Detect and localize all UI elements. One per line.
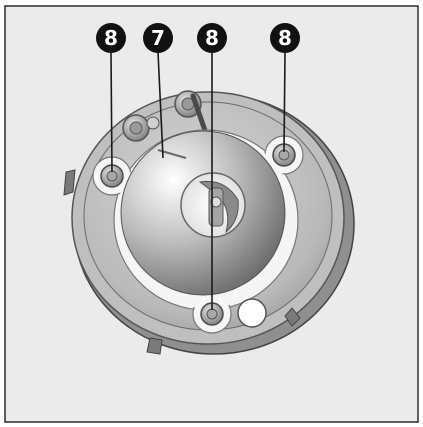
leader-line [111,53,112,172]
mounting-lug [147,338,162,354]
mounting-lug [64,170,75,195]
bulb-opening [181,173,245,237]
callout-label: 8 [104,26,118,50]
callout-right-screw: 8 [270,23,300,53]
callout-bottom-screw: 8 [197,23,227,53]
housing-vent-hole [238,299,266,327]
callout-label: 8 [278,26,292,50]
callout-label: 7 [151,26,165,50]
callout-label: 8 [205,26,219,50]
callout-reflector: 7 [143,23,173,53]
callout-left-screw: 8 [96,23,126,53]
leader-line [284,53,285,152]
